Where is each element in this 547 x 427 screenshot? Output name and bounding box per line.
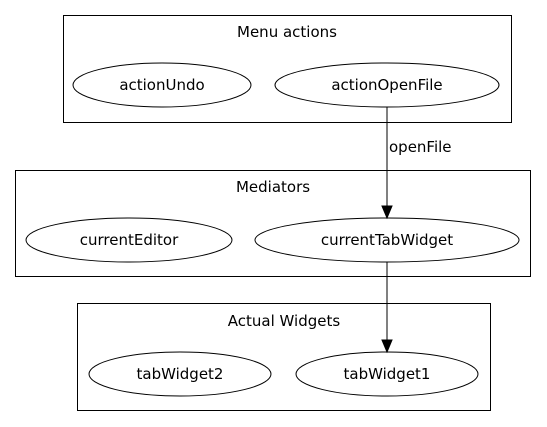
node-action-open-file[interactable]: actionOpenFile bbox=[274, 62, 500, 108]
edge-open-file-label: openFile bbox=[389, 138, 452, 156]
node-tab-widget-1-label: tabWidget1 bbox=[344, 365, 431, 383]
cluster-mediators-box bbox=[15, 170, 531, 277]
edge-tab-to-tab1-arrowhead bbox=[381, 339, 393, 354]
edge-tab-to-tab1 bbox=[381, 262, 393, 354]
node-action-undo-label: actionUndo bbox=[119, 76, 204, 94]
cluster-menu-actions: Menu actions actionUndo actionOpenFile bbox=[63, 15, 512, 123]
cluster-actual-widgets-label: Actual Widgets bbox=[228, 312, 341, 330]
node-tab-widget-2-shape bbox=[88, 351, 272, 397]
node-action-undo[interactable]: actionUndo bbox=[72, 62, 252, 108]
cluster-mediators: Mediators currentEditor currentTabWidget bbox=[15, 170, 531, 277]
cluster-actual-widgets: Actual Widgets tabWidget2 tabWidget1 bbox=[77, 303, 491, 411]
node-action-open-file-label: actionOpenFile bbox=[331, 76, 442, 94]
node-current-editor-label: currentEditor bbox=[80, 231, 179, 249]
edge-open-file: openFile bbox=[381, 107, 452, 220]
node-current-editor[interactable]: currentEditor bbox=[25, 217, 233, 263]
node-tab-widget-2[interactable]: tabWidget2 bbox=[88, 351, 272, 397]
cluster-menu-actions-box bbox=[63, 15, 512, 123]
edge-open-file-arrowhead bbox=[381, 205, 393, 220]
cluster-menu-actions-label: Menu actions bbox=[237, 23, 337, 41]
node-tab-widget-2-label: tabWidget2 bbox=[137, 365, 224, 383]
node-action-undo-shape bbox=[72, 62, 252, 108]
node-current-tab-widget-label: currentTabWidget bbox=[321, 231, 453, 249]
node-tab-widget-1[interactable]: tabWidget1 bbox=[295, 351, 479, 397]
cluster-mediators-label: Mediators bbox=[236, 178, 310, 196]
node-current-tab-widget[interactable]: currentTabWidget bbox=[254, 217, 520, 263]
node-current-editor-shape bbox=[25, 217, 233, 263]
cluster-actual-widgets-box bbox=[77, 303, 491, 411]
